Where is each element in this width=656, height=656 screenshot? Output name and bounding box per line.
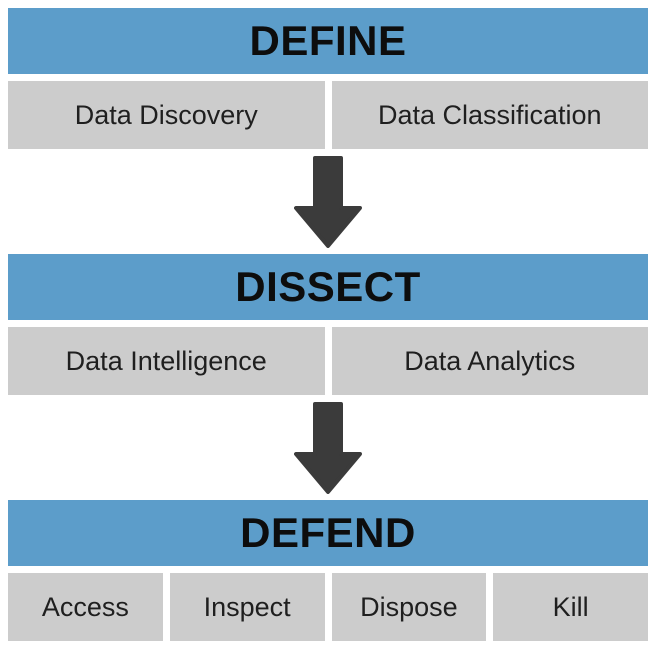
stage-item-kill: Kill: [493, 573, 648, 641]
down-arrow-1: [8, 149, 648, 254]
stage-define-header: DEFINE: [8, 8, 648, 74]
down-arrow-2: [8, 395, 648, 500]
stage-dissect-header: DISSECT: [8, 254, 648, 320]
stage-item-data-discovery: Data Discovery: [8, 81, 325, 149]
stage-dissect-items: Data Intelligence Data Analytics: [8, 327, 648, 395]
stage-item-data-analytics: Data Analytics: [331, 327, 648, 395]
stage-item-inspect: Inspect: [169, 573, 325, 641]
stage-item-data-classification: Data Classification: [331, 81, 648, 149]
stage-item-data-intelligence: Data Intelligence: [8, 327, 325, 395]
stage-item-access: Access: [8, 573, 163, 641]
down-arrow-icon: [294, 155, 362, 248]
stage-defend-items: Access Inspect Dispose Kill: [8, 573, 648, 641]
stage-define-items: Data Discovery Data Classification: [8, 81, 648, 149]
stage-defend-header: DEFEND: [8, 500, 648, 566]
stage-define: DEFINE Data Discovery Data Classificatio…: [8, 8, 648, 149]
down-arrow-icon: [294, 401, 362, 494]
stage-item-dispose: Dispose: [331, 573, 487, 641]
stage-defend: DEFEND Access Inspect Dispose Kill: [8, 500, 648, 641]
stage-dissect: DISSECT Data Intelligence Data Analytics: [8, 254, 648, 395]
